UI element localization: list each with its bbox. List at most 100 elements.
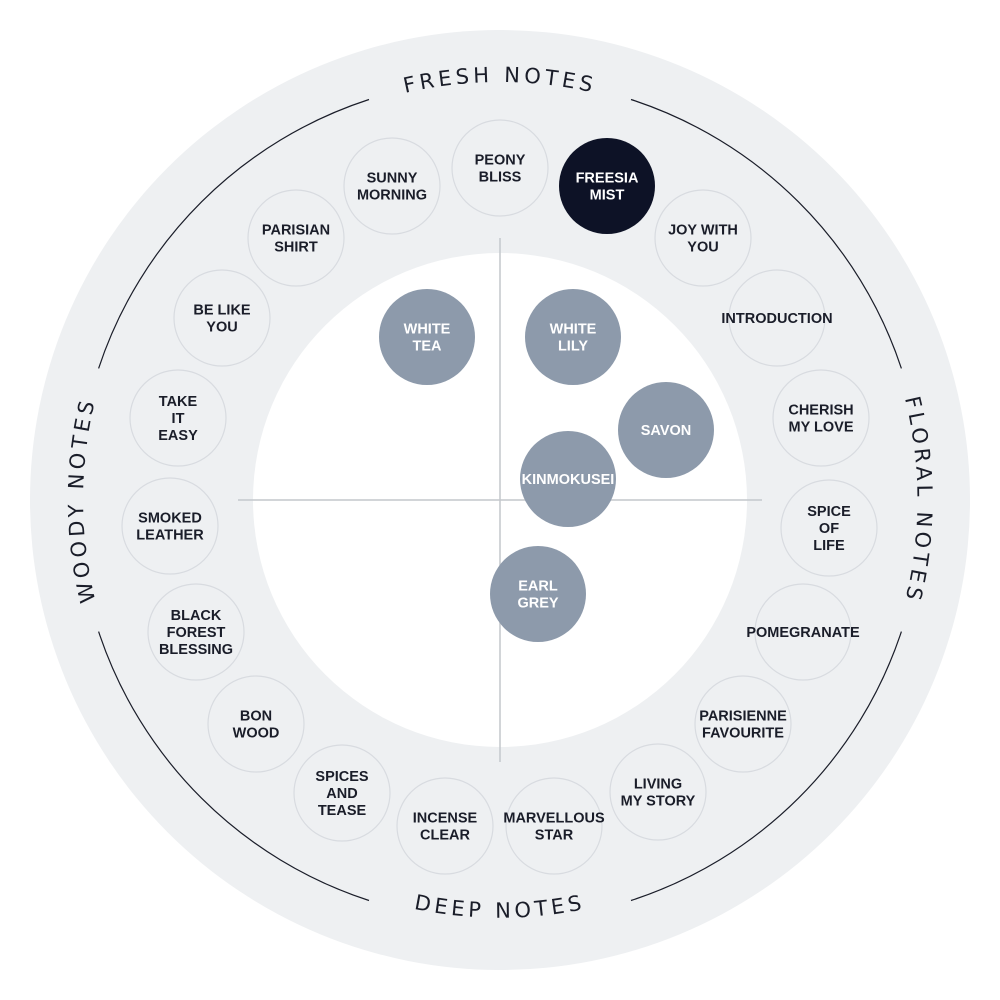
ring-label-line: MARVELLOUS: [503, 811, 605, 827]
ring-label-line: SMOKED: [138, 511, 202, 527]
ring-label-line: INTRODUCTION: [721, 311, 832, 327]
ring-pomegranate[interactable]: POMEGRANATE: [746, 583, 860, 681]
ring-label-line: SPICE: [807, 504, 851, 520]
ring-circle[interactable]: [505, 777, 603, 875]
ring-label-line: BLESSING: [159, 642, 233, 658]
ring-circle[interactable]: [694, 675, 792, 773]
inner-label-line: TEA: [413, 339, 443, 355]
arc-bottom-left: [98, 631, 370, 902]
ring-circle[interactable]: [343, 137, 441, 235]
ring-label-line: AND: [326, 786, 357, 802]
ring-introduction[interactable]: INTRODUCTION: [721, 269, 833, 367]
ring-circle[interactable]: [247, 189, 345, 287]
inner-kinmokusei[interactable]: KINMOKUSEI: [520, 431, 616, 527]
ring-circle[interactable]: [173, 269, 271, 367]
arc-top-left: [98, 98, 370, 369]
ring-circle[interactable]: [754, 583, 852, 681]
ring-label-line: SHIRT: [274, 240, 318, 256]
ring-label-line: BLISS: [479, 170, 522, 186]
ring-label-line: WOOD: [233, 726, 280, 742]
ring-label-line: LEATHER: [136, 528, 204, 544]
ring-label-line: SPICES: [315, 769, 369, 785]
ring-label-line: TEASE: [318, 803, 367, 819]
ring-label-line: LIFE: [813, 538, 845, 554]
category-arcs: [98, 98, 902, 902]
inner-circle[interactable]: [525, 289, 621, 385]
ring-circle[interactable]: [780, 479, 878, 577]
inner-circle[interactable]: [618, 382, 714, 478]
ring-circle[interactable]: [129, 369, 227, 467]
inner-label-line: KINMOKUSEI: [522, 472, 615, 488]
ring-label-line: FAVOURITE: [702, 726, 784, 742]
ring-label-line: BE LIKE: [193, 303, 251, 319]
ring-label-line: INCENSE: [413, 811, 478, 827]
inner-savon[interactable]: SAVON: [618, 382, 714, 478]
ring-circle[interactable]: [654, 189, 752, 287]
ring-label-line: POMEGRANATE: [746, 625, 860, 641]
ring-label-line: CLEAR: [420, 828, 470, 844]
ring-circle[interactable]: [293, 744, 391, 842]
ring-circle[interactable]: [609, 743, 707, 841]
ring-label-line: OF: [819, 521, 839, 537]
ring-circle[interactable]: [121, 477, 219, 575]
inner-circle[interactable]: [520, 431, 616, 527]
ring-label-line: FOREST: [167, 625, 226, 641]
ring-circle[interactable]: [396, 777, 494, 875]
arc-bottom-right: [630, 631, 902, 902]
inner-label-line: SAVON: [641, 423, 692, 439]
inner-label-line: WHITE: [404, 322, 451, 338]
inner-label-line: LILY: [558, 339, 588, 355]
arc-top-right: [630, 98, 902, 369]
ring-circle[interactable]: [207, 675, 305, 773]
ring-label-line: FREESIA: [576, 171, 639, 187]
inner-label-line: GREY: [517, 596, 558, 612]
ring-circle[interactable]: [147, 583, 245, 681]
ring-label-line: LIVING: [634, 777, 682, 793]
ring-label-line: BLACK: [171, 608, 222, 624]
inner-circle[interactable]: [379, 289, 475, 385]
ring-circle[interactable]: [559, 138, 655, 234]
inner-label-line: EARL: [518, 579, 558, 595]
ring-label-line: MIST: [590, 188, 625, 204]
ring-label-line: MY LOVE: [789, 420, 854, 436]
ring-label-line: MORNING: [357, 188, 427, 204]
ring-label-line: CHERISH: [788, 403, 853, 419]
ring-label-line: EASY: [158, 428, 198, 444]
ring-label-line: PARISIAN: [262, 223, 330, 239]
inner-circle[interactable]: [490, 546, 586, 642]
ring-label-line: JOY WITH: [668, 223, 738, 239]
ring-label-line: BON: [240, 709, 272, 725]
ring-label-line: YOU: [687, 240, 718, 256]
ring-circle[interactable]: [728, 269, 826, 367]
ring-circle[interactable]: [772, 369, 870, 467]
ring-label-line: SUNNY: [367, 171, 418, 187]
quadrant-axes: [238, 238, 762, 762]
ring-circle[interactable]: [451, 119, 549, 217]
ring-label-line: PARISIENNE: [699, 709, 787, 725]
ring-label-line: PEONY: [475, 153, 526, 169]
inner-label-line: WHITE: [550, 322, 597, 338]
